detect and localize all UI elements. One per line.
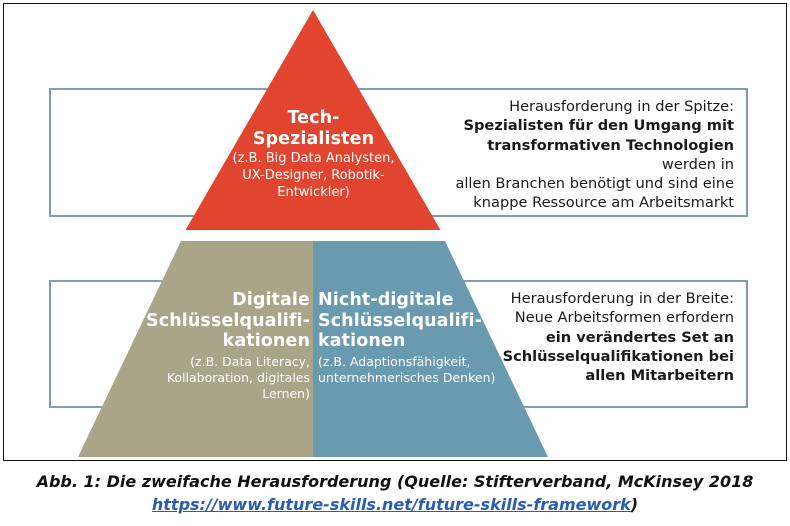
tier-title-tech-line1: Tech- xyxy=(287,108,340,128)
tier-label-nicht-digitale-schluesselqualifikationen: Nicht-digitale Schlüsselqualifi- katione… xyxy=(318,290,503,386)
tier-subtitle-tech-line3: Entwickler) xyxy=(277,184,350,200)
tier-subtitle-digitale-line2: Kollaboration, digitales Lernen) xyxy=(166,369,310,401)
tier-subtitle-nicht-digitale-line1: (z.B. Adaptionsfähigkeit, xyxy=(318,353,471,369)
challenge-text-spitze: Herausforderung in der Spitze: Spezialis… xyxy=(438,97,734,213)
tier-subtitle-nicht-digitale: (z.B. Adaptionsfähigkeit, unternehmerisc… xyxy=(318,354,503,386)
tier-subtitle-tech-line2: UX-Designer, Robotik- xyxy=(242,167,385,183)
challenge-spitze-line5: knappe Ressource am Arbeitsmarkt xyxy=(473,194,734,212)
tier-title-digitale: Digitale Schlüsselqualifi- kationen xyxy=(143,290,310,352)
challenge-breite-line3: ein verändertes Set an xyxy=(545,328,734,346)
challenge-spitze-line1: Herausforderung in der Spitze: xyxy=(509,98,734,115)
challenge-breite-line2: Neue Arbeitsformen erfordern xyxy=(514,309,734,327)
challenge-spitze-line3-bold: transformativen Technologien xyxy=(487,136,734,154)
challenge-spitze-line3-normal: werden in xyxy=(661,155,734,173)
caption-line-1: Abb. 1: Die zweifache Herausforderung (Q… xyxy=(36,472,754,491)
figure-caption: Abb. 1: Die zweifache Herausforderung (Q… xyxy=(0,470,790,516)
challenge-breite-line5: allen Mitarbeitern xyxy=(585,367,734,384)
tier-subtitle-tech-line1: (z.B. Big Data Analysten, xyxy=(232,151,395,167)
tier-subtitle-digitale-line1: (z.B. Data Literacy, xyxy=(190,353,310,369)
caption-url-link[interactable]: https://www.future-skills.net/future-ski… xyxy=(151,495,631,515)
tier-title-digitale-line2: Schlüsselqualifi- xyxy=(146,310,310,331)
tier-label-tech-spezialisten: Tech- Spezialisten (z.B. Big Data Analys… xyxy=(196,108,431,201)
tier-subtitle-digitale: (z.B. Data Literacy, Kollaboration, digi… xyxy=(143,354,310,402)
tier-title-nicht-digitale-line1: Nicht-digitale xyxy=(318,290,454,310)
tier-subtitle-nicht-digitale-line2: unternehmerisches Denken) xyxy=(318,369,496,385)
challenge-spitze-line2: Spezialisten für den Umgang mit xyxy=(463,117,734,135)
challenge-breite-line4: Schlüsselqualifikationen bei xyxy=(502,347,734,365)
tier-title-nicht-digitale: Nicht-digitale Schlüsselqualifi- katione… xyxy=(318,290,503,352)
tier-label-digitale-schluesselqualifikationen: Digitale Schlüsselqualifi- kationen (z.B… xyxy=(143,290,310,402)
tier-title-nicht-digitale-line3: kationen xyxy=(318,331,406,352)
caption-closing-paren: ) xyxy=(630,495,639,515)
tier-title-digitale-line1: Digitale xyxy=(232,290,310,310)
challenge-text-breite: Herausforderung in der Breite: Neue Arbe… xyxy=(470,289,734,385)
tier-title-tech: Tech- Spezialisten xyxy=(196,108,431,149)
tier-title-digitale-line3: kationen xyxy=(222,331,310,352)
challenge-breite-line1: Herausforderung in der Breite: xyxy=(510,290,734,307)
tier-title-tech-line2: Spezialisten xyxy=(252,128,375,149)
tier-title-nicht-digitale-line2: Schlüsselqualifi- xyxy=(318,310,482,331)
challenge-spitze-line4: allen Branchen benötigt und sind eine xyxy=(455,175,734,192)
tier-subtitle-tech: (z.B. Big Data Analysten, UX-Designer, R… xyxy=(196,151,431,201)
caption-line-2: https://www.future-skills.net/future-ski… xyxy=(0,493,790,516)
